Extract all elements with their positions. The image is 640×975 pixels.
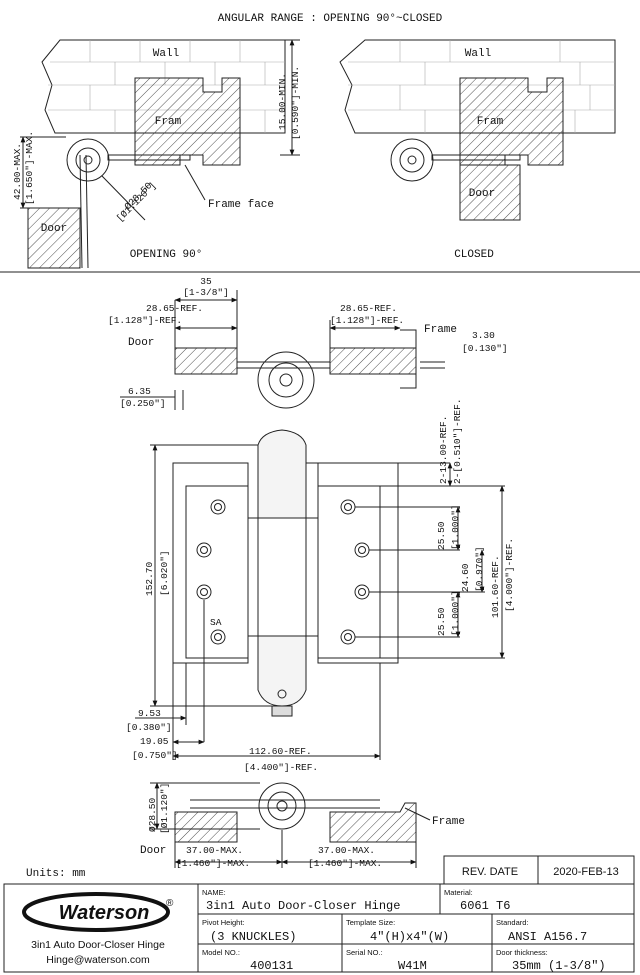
model-no-value: 400131 xyxy=(250,959,293,973)
door-label-top: Door xyxy=(128,337,154,349)
title-block xyxy=(3,855,635,973)
dim-101-in: [4.000"]-REF. xyxy=(504,538,515,612)
standard-value: ANSI A156.7 xyxy=(508,930,587,944)
dim-35-mm: 35 xyxy=(200,276,212,287)
brand-registered-mark: ® xyxy=(166,898,174,909)
angular-range-title: ANGULAR RANGE : OPENING 90°~CLOSED xyxy=(218,13,443,25)
dim-2550a-mm: 25.50 xyxy=(436,521,447,550)
screw-holes xyxy=(196,499,370,645)
dim-15-in: [0.590"]-MIN. xyxy=(290,66,301,140)
material-label: Material: xyxy=(444,888,473,897)
pivot-height-value: (3 KNUCKLES) xyxy=(210,930,296,944)
top-views-section: ANGULAR RANGE : OPENING 90°~CLOSED Wall xyxy=(12,13,616,269)
serial-no-value: W41M xyxy=(398,959,427,973)
material-value: 6061 T6 xyxy=(460,899,510,913)
door-label-opening: Door xyxy=(41,223,67,235)
wall-label-opening: Wall xyxy=(153,48,179,60)
door-thickness-value: 35mm (1-3/8") xyxy=(512,959,606,973)
sa-mark: SA xyxy=(210,617,222,628)
pivot-height-label: Pivot Height: xyxy=(202,918,245,927)
dim-2550b-mm: 25.50 xyxy=(436,607,447,636)
door-label-bottom: Door xyxy=(140,845,166,857)
front-view xyxy=(135,429,505,760)
dim-112-in: [4.400"]-REF. xyxy=(244,762,318,773)
dim-13-mm: 2-13.00-REF. xyxy=(438,416,449,484)
name-value: 3in1 Auto Door-Closer Hinge xyxy=(206,899,400,913)
dim-1905-mm: 19.05 xyxy=(140,736,169,747)
serial-no-label: Serial NO.: xyxy=(346,948,383,957)
frame-label-opening: Fram xyxy=(155,116,182,128)
ref-right-mm: 28.65-REF. xyxy=(340,303,397,314)
waterson-logo: Waterson ® xyxy=(22,892,174,932)
opening-view-label: OPENING 90° xyxy=(130,249,203,261)
frame-label-top: Frame xyxy=(424,324,457,336)
dim-953-mm: 9.53 xyxy=(138,708,161,719)
ref-left-mm: 28.65-REF. xyxy=(146,303,203,314)
frame-label-bottom: Frame xyxy=(432,816,465,828)
dim-152-mm: 152.70 xyxy=(144,561,155,596)
dim-13-in: 2-[0.510"]-REF. xyxy=(452,398,463,484)
door-thickness-label: Door thickness: xyxy=(496,948,548,957)
ref-left-in: [1.128"]-REF. xyxy=(108,315,182,326)
dim-330-in: [0.130"] xyxy=(462,343,508,354)
closed-view-label: CLOSED xyxy=(454,249,494,261)
frame-label-closed: Fram xyxy=(477,116,504,128)
dim-1905-in: [0.750"] xyxy=(132,750,178,761)
door-label-closed: Door xyxy=(469,188,495,200)
dim-42-mm: 42.00-MAX. xyxy=(12,143,23,200)
opening-view xyxy=(20,39,300,269)
closed-view xyxy=(339,39,616,221)
dim-37b-in: [1.460"]-MAX. xyxy=(308,858,382,869)
dim-2550b-in: [1.000"] xyxy=(450,590,461,636)
standard-label: Standard: xyxy=(496,918,529,927)
top-detail-view xyxy=(120,290,445,410)
dim-dia-bottom-in: [Ø1.120"] xyxy=(159,783,170,834)
dim-37a-in: [1.460"]-MAX. xyxy=(176,858,250,869)
dim-dia-bottom-mm: Ø28.50 xyxy=(147,797,158,832)
dim-42-in: [1.650"]-MAX. xyxy=(24,131,35,205)
wall-label-closed: Wall xyxy=(465,48,491,60)
dim-2460-mm: 24.60 xyxy=(460,563,471,592)
dim-2550a-in: [1.000"] xyxy=(450,504,461,550)
model-no-label: Model NO.: xyxy=(202,948,240,957)
dim-953-in: [0.380"] xyxy=(126,722,172,733)
template-size-value: 4"(H)x4"(W) xyxy=(370,930,449,944)
product-caption: 3in1 Auto Door-Closer Hinge xyxy=(31,939,165,951)
rev-date-label: REV. DATE xyxy=(462,866,518,878)
template-size-label: Template Size: xyxy=(346,918,395,927)
dim-112-mm: 112.60-REF. xyxy=(249,746,312,757)
dim-dia-in: [Ø1.120"] xyxy=(114,180,158,224)
dim-37a-mm: 37.00-MAX. xyxy=(186,845,243,856)
dim-37b-mm: 37.00-MAX. xyxy=(318,845,375,856)
brand-name: Waterson xyxy=(59,902,150,924)
dim-35-in: [1-3/8"] xyxy=(183,287,229,298)
ref-right-in: [1.128"]-REF. xyxy=(330,315,404,326)
bottom-detail-view xyxy=(150,782,431,868)
units-label: Units: mm xyxy=(26,868,86,880)
frame-face-label: Frame face xyxy=(208,199,274,211)
dim-15-mm: 15.00-MIN. xyxy=(277,73,288,130)
dim-330-mm: 3.30 xyxy=(472,330,495,341)
dim-2460-in: [0.970"] xyxy=(474,546,485,592)
rev-date-value: 2020-FEB-13 xyxy=(553,866,618,878)
name-label: NAME: xyxy=(202,888,226,897)
contact-email: Hinge@waterson.com xyxy=(46,954,150,966)
dim-635-in: [0.250"] xyxy=(120,398,166,409)
dim-635-mm: 6.35 xyxy=(128,386,151,397)
dim-101-mm: 101.60-REF. xyxy=(490,555,501,618)
dim-152-in: [6.020"] xyxy=(159,550,170,596)
